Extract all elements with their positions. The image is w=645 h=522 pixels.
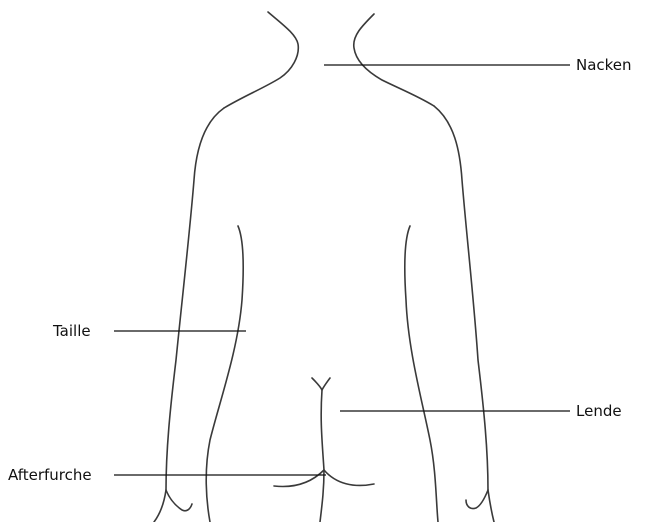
left-inner-arm-contour — [206, 226, 243, 522]
left-arm-outer-contour — [154, 108, 224, 522]
left-buttock-contour — [274, 470, 324, 486]
label-taille: Taille — [52, 322, 91, 340]
gluteal-cleft-contour — [320, 390, 324, 522]
right-hand-contour — [466, 490, 488, 509]
label-lende-group: Lende — [340, 402, 622, 420]
label-taille-group: Taille — [52, 322, 246, 340]
neck-right-contour — [354, 14, 434, 106]
right-buttock-contour — [324, 470, 374, 485]
right-inner-arm-contour — [405, 226, 438, 522]
right-arm-outer-contour — [434, 106, 494, 522]
label-nacken: Nacken — [576, 56, 632, 74]
body-outline — [154, 12, 494, 522]
neck-left-contour — [224, 12, 298, 108]
label-lende: Lende — [576, 402, 622, 420]
label-afterfurche: Afterfurche — [8, 466, 92, 484]
sacral-mark — [312, 378, 330, 390]
left-hand-contour — [166, 490, 192, 511]
